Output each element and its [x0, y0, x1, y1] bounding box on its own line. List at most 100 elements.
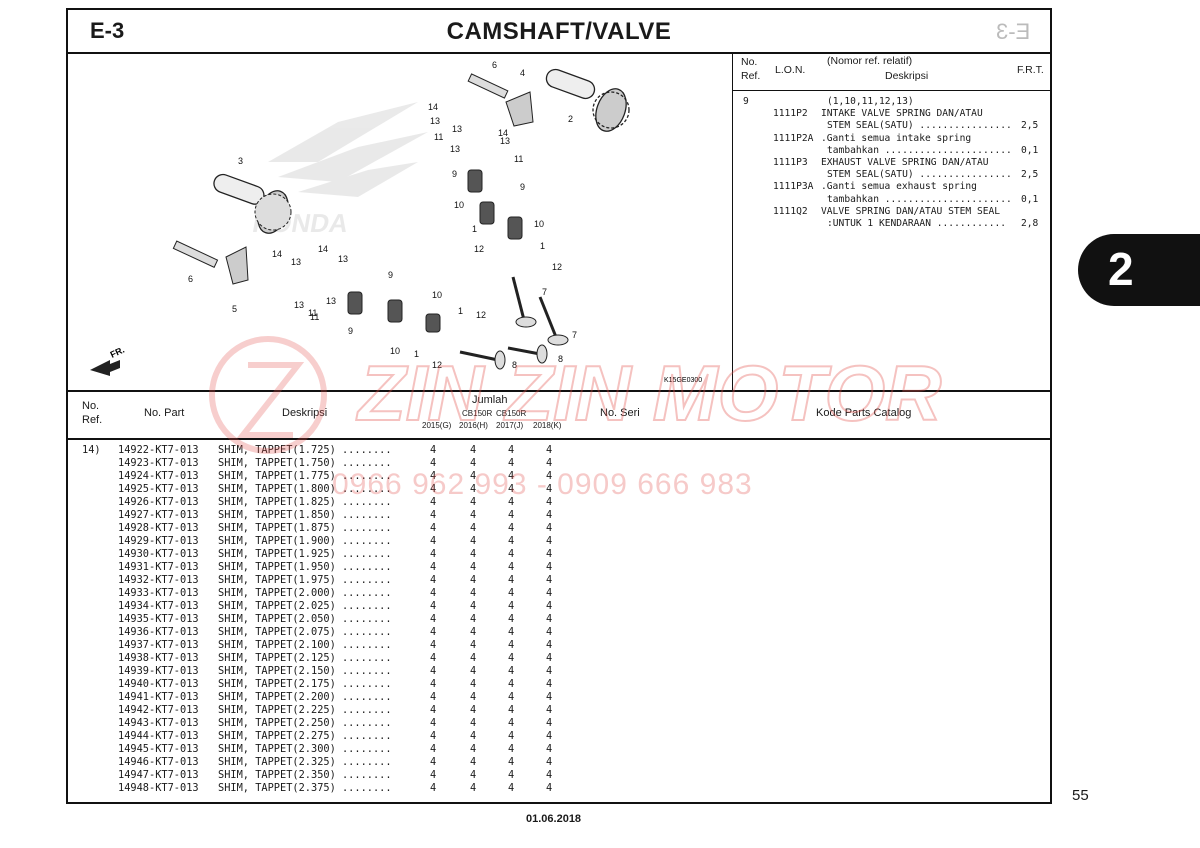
col-no: No.: [82, 400, 100, 412]
quantity: 4: [508, 483, 515, 495]
part-number: 14944-KT7-013: [118, 730, 199, 742]
quantity: 4: [508, 600, 515, 612]
quantity: 4: [546, 600, 553, 612]
ref-lon: 1111P3: [773, 156, 808, 168]
callout-label: 9: [452, 169, 457, 179]
quantity: 4: [546, 704, 553, 716]
quantity: 4: [470, 483, 477, 495]
callout-label: 13: [452, 124, 462, 134]
quantity: 4: [470, 548, 477, 560]
callout-label: 2: [568, 114, 573, 124]
quantity: 4: [430, 548, 437, 560]
quantity: 4: [470, 626, 477, 638]
callout-label: 11: [514, 154, 523, 164]
ref-panel-row: tambahkan ......................0,1: [733, 194, 1050, 206]
ref-panel-row: 1111P2A.Ganti semua intake spring: [733, 133, 1050, 145]
quantity: 4: [546, 678, 553, 690]
quantity: 4: [508, 470, 515, 482]
quantity: 4: [508, 574, 515, 586]
quantity: 4: [430, 626, 437, 638]
callout-label: 10: [390, 346, 400, 356]
quantity: 4: [546, 535, 553, 547]
part-description: SHIM, TAPPET(1.900) ........: [218, 535, 392, 547]
quantity: 4: [546, 756, 553, 768]
quantity: 4: [430, 444, 437, 456]
ref-panel-ref-no: 9: [743, 96, 749, 107]
section-tab-number: 2: [1108, 243, 1134, 295]
callout-label: 10: [432, 290, 442, 300]
quantity: 4: [470, 470, 477, 482]
quantity: 4: [546, 457, 553, 469]
quantity: 4: [470, 587, 477, 599]
quantity: 4: [430, 587, 437, 599]
rocker-shaft-right: [467, 73, 509, 99]
col-part: No. Part: [144, 407, 185, 419]
callout-label: 13: [291, 257, 301, 267]
quantity: 4: [546, 665, 553, 677]
quantity: 4: [546, 444, 553, 456]
quantity: 4: [508, 496, 515, 508]
quantity: 4: [470, 535, 477, 547]
quantity: 4: [430, 704, 437, 716]
quantity: 4: [546, 717, 553, 729]
quantity: 4: [470, 665, 477, 677]
quantity: 4: [470, 704, 477, 716]
part-description: SHIM, TAPPET(1.775) ........: [218, 470, 392, 482]
quantity: 4: [508, 548, 515, 560]
ref-desc: .Ganti semua intake spring: [821, 132, 972, 144]
table-ref-no: 14): [82, 444, 101, 456]
ref-col-no: No.: [741, 56, 758, 68]
ref-desc: (1,10,11,12,13): [827, 96, 914, 107]
part-number: 14923-KT7-013: [118, 457, 199, 469]
part-description: SHIM, TAPPET(2.150) ........: [218, 665, 392, 677]
part-description: SHIM, TAPPET(2.250) ........: [218, 717, 392, 729]
ref-lon: 1111P2: [773, 108, 808, 120]
page-title: CAMSHAFT/VALVE: [446, 18, 672, 45]
quantity: 4: [508, 756, 515, 768]
ref-panel-row: 1111P3A.Ganti semua exhaust spring: [733, 181, 1050, 193]
part-description: SHIM, TAPPET(2.300) ........: [218, 743, 392, 755]
quantity: 4: [546, 574, 553, 586]
ref-col-ref: Ref.: [741, 70, 761, 82]
quantity: 4: [430, 691, 437, 703]
part-number: 14927-KT7-013: [118, 509, 199, 521]
quantity: 4: [470, 691, 477, 703]
ref-desc: EXHAUST VALVE SPRING DAN/ATAU: [821, 156, 989, 168]
quantity: 4: [546, 509, 553, 521]
table-row: 14923-KT7-013 SHIM, TAPPET(1.750) .......…: [68, 457, 1050, 470]
quantity: 4: [546, 691, 553, 703]
part-number: 14945-KT7-013: [118, 743, 199, 755]
quantity: 4: [470, 769, 477, 781]
quantity: 4: [546, 561, 553, 573]
part-description: SHIM, TAPPET(1.875) ........: [218, 522, 392, 534]
col-serial: No. Seri: [600, 407, 640, 419]
callout-label: 12: [432, 360, 442, 370]
ref-desc: STEM SEAL(SATU) ................: [827, 169, 1012, 181]
part-number: 14943-KT7-013: [118, 717, 199, 729]
part-number: 14939-KT7-013: [118, 665, 199, 677]
part-number: 14940-KT7-013: [118, 678, 199, 690]
callout-label: 7: [572, 330, 577, 340]
quantity: 4: [508, 613, 515, 625]
callout-label: 1: [540, 241, 545, 251]
part-description: SHIM, TAPPET(1.750) ........: [218, 457, 392, 469]
quantity: 4: [508, 522, 515, 534]
callout-label: 8: [512, 360, 517, 370]
camshaft-gear-left: [254, 193, 292, 231]
ref-frt: 0,1: [1021, 144, 1039, 156]
diagram-svg: HONDA: [90, 60, 702, 384]
part-number: 14934-KT7-013: [118, 600, 199, 612]
quantity: 4: [508, 769, 515, 781]
quantity: 4: [430, 743, 437, 755]
quantity: 4: [508, 444, 515, 456]
quantity: 4: [546, 522, 553, 534]
col-desc: Deskripsi: [282, 407, 328, 419]
